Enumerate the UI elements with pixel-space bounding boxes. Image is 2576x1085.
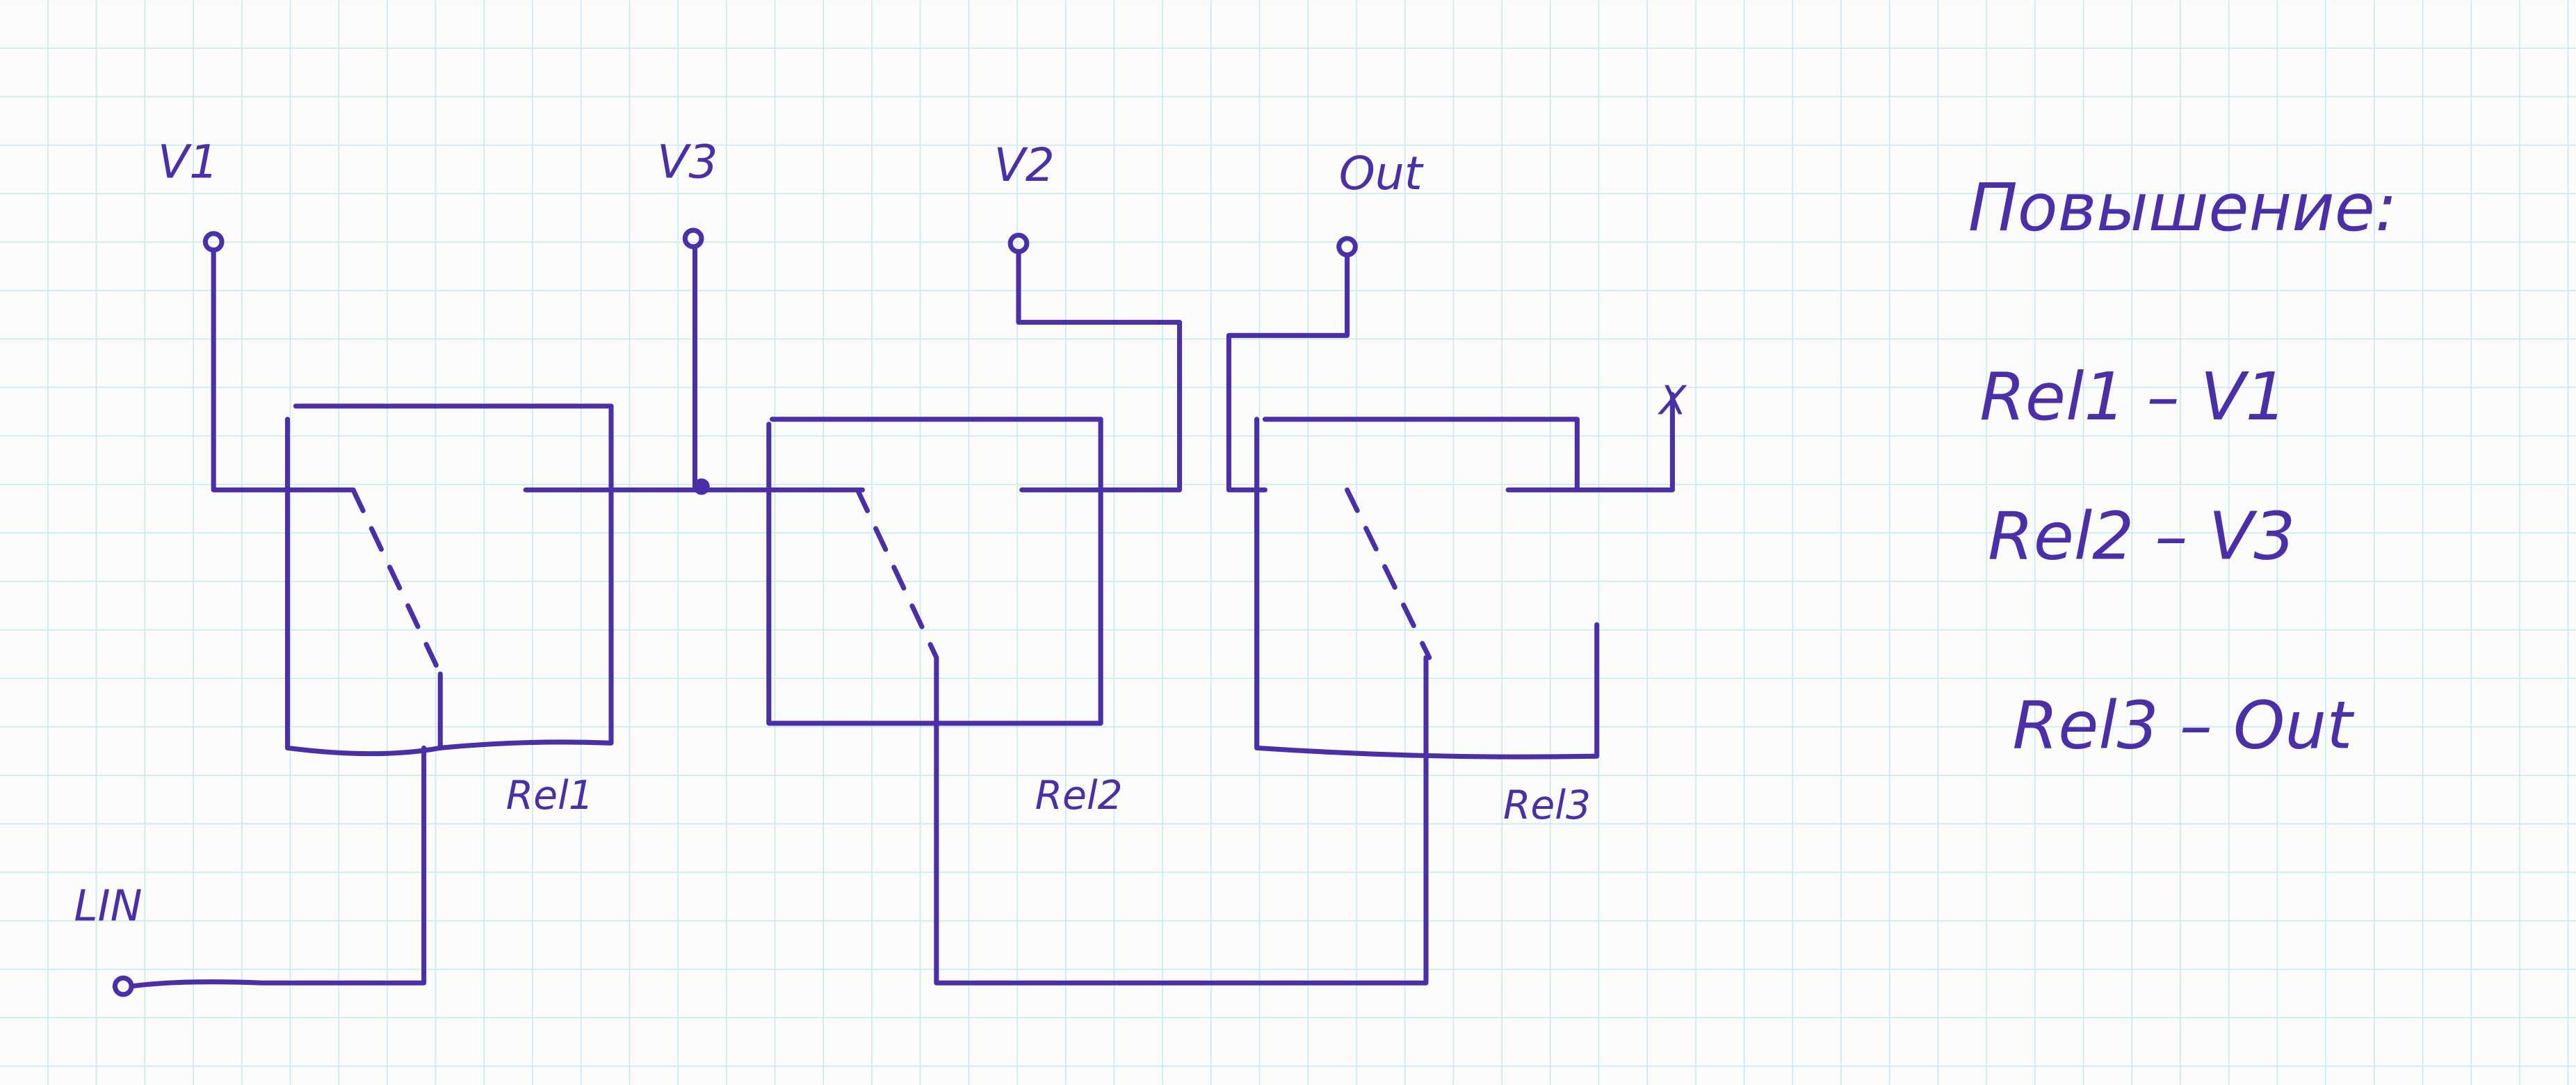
- terminal-lin-label: LIN: [74, 881, 142, 931]
- notes-title: Повышение:: [1968, 170, 2397, 246]
- relay-1-switch: [350, 487, 443, 677]
- terminal-v2-label: V2: [994, 138, 1055, 192]
- relay-2-label: Rel2: [1035, 773, 1123, 819]
- terminal-v1: V1: [158, 135, 356, 492]
- relay-3: X Rel3: [1254, 378, 1687, 828]
- relay-2: Rel2: [766, 417, 1429, 986]
- terminal-out: Out: [1226, 147, 1424, 492]
- relay-3-label: Rel3: [1503, 782, 1591, 828]
- terminal-v2: V2: [994, 138, 1183, 492]
- notes-line-1: Rel1 – V1: [1979, 359, 2287, 435]
- terminal-v3: V3: [657, 135, 718, 495]
- relay-2-switch: [854, 487, 939, 660]
- notes-line-2: Rel2 – V3: [1988, 499, 2295, 575]
- terminal-v3-label: V3: [657, 135, 718, 188]
- relay-1-label: Rel1: [506, 773, 594, 819]
- terminal-lin: LIN: [74, 745, 427, 997]
- terminal-out-label: Out: [1339, 147, 1424, 200]
- unused-contact-mark: X: [1658, 378, 1687, 424]
- notes-line-3: Rel3 – Out: [2013, 687, 2355, 764]
- terminal-v1-label: V1: [158, 135, 218, 188]
- notes-block: Повышение: Rel1 – V1 Rel2 – V3 Rel3 – Ou…: [1968, 170, 2397, 764]
- relay-3-switch: [1345, 487, 1432, 660]
- relay-1: Rel1: [284, 403, 866, 819]
